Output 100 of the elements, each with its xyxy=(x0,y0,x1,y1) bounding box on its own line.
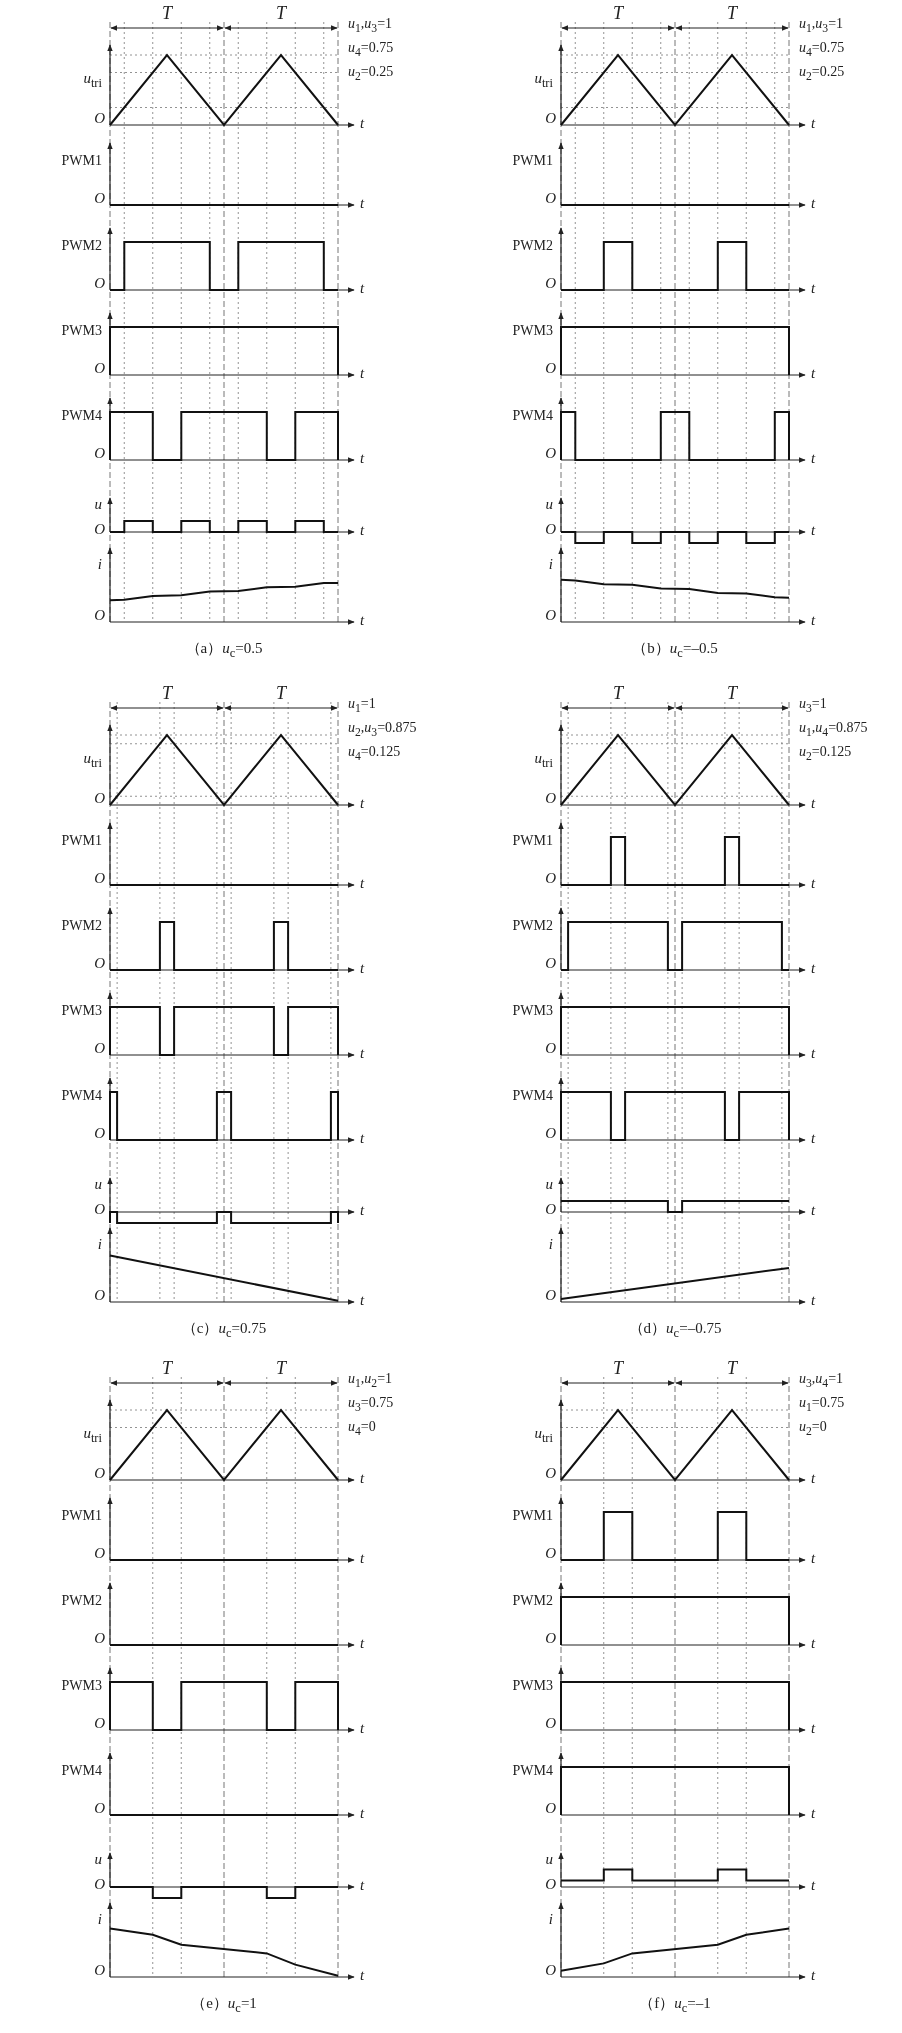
signal-label: PWM2 xyxy=(61,238,102,254)
axis-label: t xyxy=(811,280,816,297)
period-label: T xyxy=(276,1359,286,1379)
signal-label: u$_{tri}$ xyxy=(83,70,102,91)
axis-label: t xyxy=(360,1967,365,1984)
origin-label: O xyxy=(545,521,556,538)
caption: （f）u$_{c}$=–1 xyxy=(639,1995,711,2016)
origin-label: O xyxy=(545,110,556,127)
axis-label: t xyxy=(811,1967,816,1984)
signal-label: i xyxy=(548,1911,553,1928)
origin-label: O xyxy=(545,1800,556,1817)
signal-label: PWM4 xyxy=(61,1088,102,1104)
axis-label: t xyxy=(811,1550,816,1567)
origin-label: O xyxy=(94,1040,105,1057)
origin-label: O xyxy=(94,521,105,538)
origin-label: O xyxy=(545,360,556,377)
origin-label: O xyxy=(545,1125,556,1142)
axis-label: t xyxy=(811,1130,816,1147)
parameter-label: u$_{1}$=1 xyxy=(348,696,376,716)
signal-label: u xyxy=(545,1851,553,1868)
signal-label: u xyxy=(94,1851,102,1868)
origin-label: O xyxy=(94,870,105,887)
axis-label: t xyxy=(360,960,365,977)
parameter-label: u$_{4}$=0.125 xyxy=(348,744,401,764)
period-label: T xyxy=(613,4,623,24)
parameter-label: u$_{2}$,u$_{3}$=0.875 xyxy=(348,720,417,740)
origin-label: O xyxy=(94,607,105,624)
signal-label: PWM2 xyxy=(61,918,102,934)
origin-label: O xyxy=(545,955,556,972)
signal-label: PWM4 xyxy=(512,408,553,424)
signal-label: u$_{tri}$ xyxy=(534,1425,553,1446)
signal-label: PWM1 xyxy=(61,153,102,169)
parameter-label: u$_{4}$=0.75 xyxy=(799,40,845,60)
origin-label: O xyxy=(94,1800,105,1817)
origin-label: O xyxy=(545,275,556,292)
origin-label: O xyxy=(545,870,556,887)
origin-label: O xyxy=(545,1630,556,1647)
axis-label: t xyxy=(360,1045,365,1062)
origin-label: O xyxy=(545,1876,556,1893)
axis-label: t xyxy=(360,795,365,812)
signal-label: i xyxy=(548,556,553,573)
origin-label: O xyxy=(94,1715,105,1732)
origin-label: O xyxy=(545,790,556,807)
signal-label: PWM2 xyxy=(512,238,553,254)
axis-label: t xyxy=(811,795,816,812)
parameter-label: u$_{3}$=0.75 xyxy=(348,1395,394,1415)
signal-label: u xyxy=(94,496,102,513)
origin-label: O xyxy=(94,110,105,127)
period-label: T xyxy=(727,684,737,704)
origin-label: O xyxy=(94,1465,105,1482)
origin-label: O xyxy=(94,275,105,292)
parameter-label: u$_{4}$=0.75 xyxy=(348,40,394,60)
axis-label: t xyxy=(360,1130,365,1147)
signal-label: PWM2 xyxy=(61,1593,102,1609)
parameter-label: u$_{3}$=1 xyxy=(799,696,827,716)
caption: （b）u$_{c}$=–0.5 xyxy=(632,640,718,661)
origin-label: O xyxy=(545,1287,556,1304)
signal-label: PWM1 xyxy=(512,833,553,849)
caption: （c）u$_{c}$=0.75 xyxy=(181,1320,267,1341)
period-label: T xyxy=(276,4,286,24)
signal-label: u xyxy=(545,1176,553,1193)
origin-label: O xyxy=(545,1465,556,1482)
axis-label: t xyxy=(360,1550,365,1567)
axis-label: t xyxy=(360,875,365,892)
caption: （e）u$_{c}$=1 xyxy=(191,1995,257,2016)
signal-label: PWM4 xyxy=(512,1088,553,1104)
axis-label: t xyxy=(360,1635,365,1652)
parameter-label: u$_{2}$=0.25 xyxy=(348,64,394,84)
axis-label: t xyxy=(811,1720,816,1737)
axis-label: t xyxy=(811,612,816,629)
signal-label: PWM1 xyxy=(61,1508,102,1524)
origin-label: O xyxy=(545,1201,556,1218)
period-label: T xyxy=(162,4,172,24)
parameter-label: u$_{1}$,u$_{4}$=0.875 xyxy=(799,720,868,740)
period-label: T xyxy=(276,684,286,704)
signal-label: u$_{tri}$ xyxy=(534,70,553,91)
signal-label: PWM1 xyxy=(512,1508,553,1524)
signal-label: i xyxy=(97,556,102,573)
axis-label: t xyxy=(360,195,365,212)
signal-label: PWM2 xyxy=(512,1593,553,1609)
signal-label: u$_{tri}$ xyxy=(83,750,102,771)
signal-label: u xyxy=(545,496,553,513)
axis-label: t xyxy=(811,960,816,977)
axis-label: t xyxy=(811,1805,816,1822)
axis-label: t xyxy=(811,1292,816,1309)
origin-label: O xyxy=(94,190,105,207)
signal-label: PWM1 xyxy=(512,153,553,169)
origin-label: O xyxy=(94,1201,105,1218)
origin-label: O xyxy=(94,1630,105,1647)
origin-label: O xyxy=(545,1545,556,1562)
parameter-label: u$_{1}$=0.75 xyxy=(799,1395,845,1415)
signal-label: i xyxy=(97,1911,102,1928)
signal-label: u$_{tri}$ xyxy=(83,1425,102,1446)
signal-label: u$_{tri}$ xyxy=(534,750,553,771)
parameter-label: u$_{1}$,u$_{2}$=1 xyxy=(348,1371,393,1391)
axis-label: t xyxy=(811,115,816,132)
origin-label: O xyxy=(94,790,105,807)
axis-label: t xyxy=(360,1805,365,1822)
signal-label: PWM3 xyxy=(61,323,102,339)
signal-label: PWM3 xyxy=(61,1678,102,1694)
